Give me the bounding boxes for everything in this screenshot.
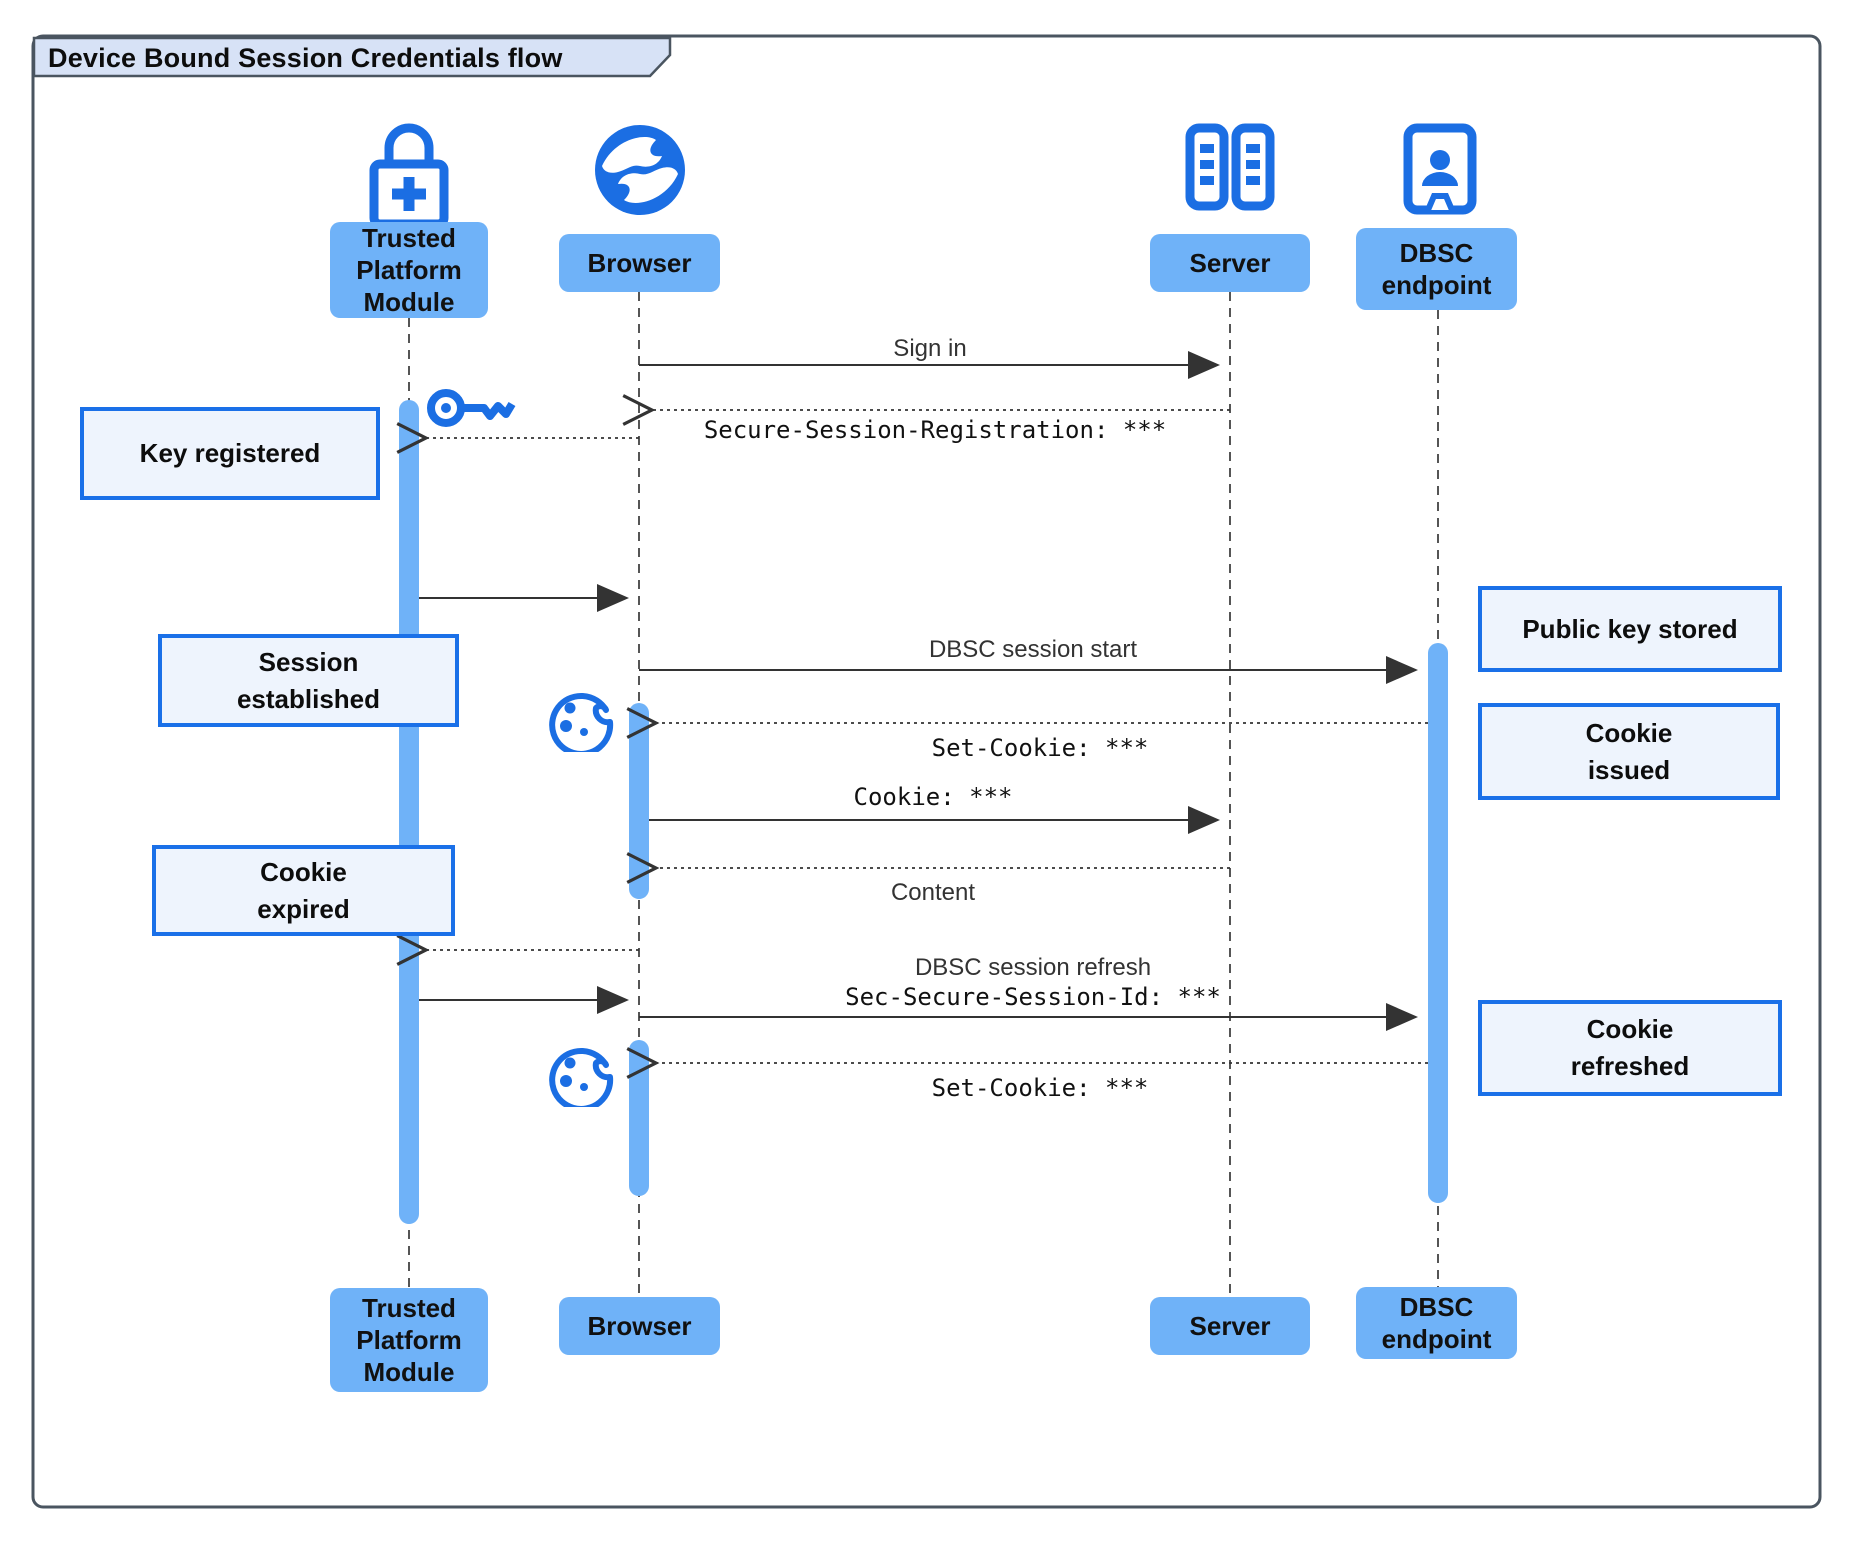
- note-cookie-expired: Cookie expired: [152, 845, 455, 936]
- actor-label-line: endpoint: [1381, 270, 1492, 300]
- message-label-sign-in: Sign in: [893, 335, 967, 362]
- actor-label-line: DBSC: [1399, 1292, 1474, 1322]
- note-line: Public key stored: [1522, 613, 1738, 644]
- actor-label-line: endpoint: [1381, 1324, 1492, 1354]
- note-line: Cookie: [260, 856, 347, 887]
- message-label-sec-secure-session-id: Sec-Secure-Session-Id: ***: [845, 983, 1221, 1011]
- message-label-secure-session-registration: Secure-Session-Registration: ***: [703, 416, 1167, 444]
- note-key-registered: Key registered: [80, 407, 380, 500]
- actor-server-bottom: Server: [1150, 1297, 1310, 1355]
- actor-label-line: Module: [363, 1357, 455, 1387]
- door-person-icon: [1403, 123, 1477, 215]
- actor-label-line: Server: [1189, 248, 1271, 278]
- actor-label-line: Trusted: [362, 223, 456, 253]
- actor-label-line: DBSC: [1399, 238, 1474, 268]
- key-icon: [427, 389, 516, 427]
- actor-label-line: Server: [1189, 1311, 1271, 1341]
- server-racks-icon: [1185, 123, 1275, 211]
- diagram-frame: [31, 34, 1822, 1509]
- message-label-set-cookie-2: Set-Cookie: ***: [931, 1074, 1149, 1102]
- actor-label-line: Browser: [587, 248, 692, 278]
- note-session-established: Session established: [158, 634, 459, 727]
- note-cookie-issued: Cookie issued: [1478, 703, 1780, 800]
- note-line: Cookie: [1585, 717, 1673, 748]
- globe-icon: [595, 125, 685, 215]
- activation-tpm: [399, 400, 419, 1224]
- actor-dbsc-bottom: DBSC endpoint: [1356, 1287, 1517, 1359]
- note-public-key-stored: Public key stored: [1478, 586, 1782, 672]
- actor-server-top: Server: [1150, 234, 1310, 292]
- message-label-cookie: Cookie: ***: [853, 783, 1013, 811]
- note-line: issued: [1587, 754, 1671, 785]
- lock-plus-icon: [369, 123, 449, 229]
- note-line: Cookie: [1586, 1014, 1674, 1044]
- message-label-content: Content: [890, 879, 976, 906]
- actor-dbsc-top: DBSC endpoint: [1356, 228, 1517, 310]
- actor-label-line: Module: [363, 287, 455, 317]
- note-cookie-refreshed: Cookie refreshed: [1478, 1000, 1782, 1096]
- actor-label-line: Platform: [356, 255, 462, 285]
- note-line: refreshed: [1570, 1051, 1690, 1081]
- actor-tpm-bottom: Trusted Platform Module: [330, 1288, 488, 1392]
- diagram-title: Device Bound Session Credentials flow: [48, 43, 563, 73]
- message-label-dbsc-session-refresh: DBSC session refresh: [914, 954, 1152, 981]
- actor-label-line: Trusted: [362, 1293, 456, 1323]
- activation-browser-1: [629, 703, 649, 899]
- title-tab: [32, 36, 672, 78]
- actor-label-line: Platform: [356, 1325, 462, 1355]
- actor-label-line: Browser: [587, 1311, 692, 1341]
- note-line: Key registered: [139, 438, 321, 468]
- note-line: expired: [257, 893, 350, 924]
- cookie-icon: [549, 692, 614, 752]
- actor-browser-top: Browser: [559, 234, 720, 292]
- message-label-set-cookie-1: Set-Cookie: ***: [931, 734, 1149, 762]
- actor-browser-bottom: Browser: [559, 1297, 720, 1355]
- cookie-icon: [549, 1047, 614, 1107]
- actor-tpm-top: Trusted Platform Module: [330, 222, 488, 318]
- message-label-dbsc-session-start: DBSC session start: [928, 636, 1138, 663]
- activation-dbsc: [1428, 643, 1448, 1203]
- note-line: established: [236, 683, 381, 714]
- note-line: Session: [258, 646, 359, 677]
- activation-browser-2: [629, 1040, 649, 1196]
